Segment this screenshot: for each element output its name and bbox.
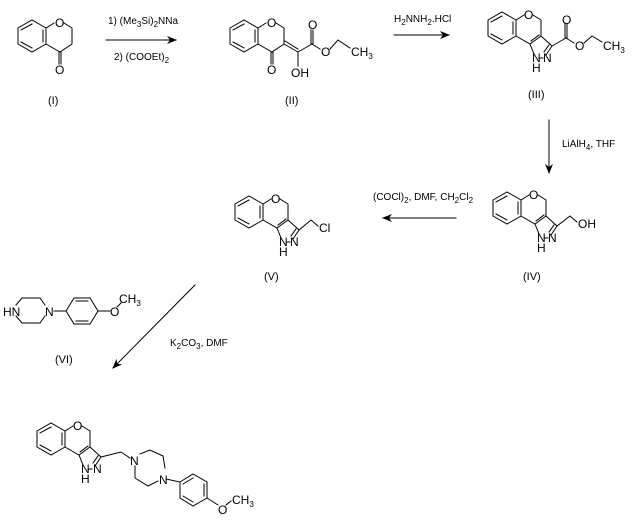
conditions-step2: H2NNH2.HCl [394, 14, 451, 27]
conditions-step1-line2: 2) (COOEt)2 [114, 52, 170, 65]
atom-nh-n: N [532, 51, 541, 65]
conditions-step5: K2CO3, DMF [170, 338, 228, 351]
atom-n: N [45, 305, 54, 319]
compound-I: O O (I) [17, 16, 73, 107]
atom-o-ester: O [575, 39, 584, 53]
atom-o: O [110, 305, 119, 319]
compound-label: (II) [285, 95, 298, 107]
compound-III: O N H N O O CH3 (III) [487, 8, 625, 101]
atom-o-carbonyl: O [562, 13, 571, 27]
atom-o-ring: O [55, 16, 64, 30]
atom-o: O [218, 503, 227, 517]
compound-product: O N H N N N O CH3 [36, 419, 254, 517]
atom-n2: N [93, 462, 102, 476]
atom-o-ring: O [267, 16, 276, 30]
atom-pip-n1: N [130, 454, 139, 468]
atom-o-ring: O [524, 8, 533, 22]
atom-nh-h: H [532, 61, 541, 75]
atom-n2: N [290, 235, 299, 249]
atom-o-ring: O [73, 419, 82, 433]
atom-oh: OH [291, 66, 309, 80]
atom-nh-n: N [81, 462, 90, 476]
atom-nh-h: H [279, 245, 288, 259]
conditions-step3: LiAlH4, THF [562, 139, 615, 152]
atom-nh-h: H [537, 241, 546, 255]
compound-label: (III) [528, 89, 545, 101]
atom-ch3: CH3 [351, 45, 373, 61]
atom-oh: OH [578, 217, 596, 231]
compound-label: (VI) [55, 354, 73, 366]
atom-n2: N [543, 51, 552, 65]
atom-o-keto: O [267, 63, 276, 77]
atom-nh-h: H [81, 472, 90, 486]
compound-label: (I) [48, 95, 58, 107]
atom-n2: N [548, 231, 557, 245]
conditions-step1-line1: 1) (Me3Si)2NNa [108, 16, 178, 29]
atom-ch3: CH3 [232, 493, 254, 509]
compound-V: O N H N Cl (V) [234, 192, 330, 283]
atom-ch3: CH3 [603, 39, 625, 55]
compound-IV: O N H N OH (IV) [492, 188, 596, 283]
atom-nh-n: N [537, 231, 546, 245]
compound-label: (V) [264, 271, 279, 283]
atom-o-ring: O [529, 188, 538, 202]
compound-VI: HN N O CH3 (VI) [3, 292, 141, 366]
compound-II: O O OH O O CH3 (II) [229, 16, 373, 107]
compound-label: (IV) [523, 271, 541, 283]
atom-o-keto: O [55, 63, 64, 77]
atom-nh-n: N [279, 235, 288, 249]
atom-o-ester: O [321, 45, 330, 59]
conditions-step4: (COCl)2, DMF, CH2Cl2 [373, 192, 474, 205]
atom-o-ring: O [271, 192, 280, 206]
atom-hn: HN [3, 305, 20, 319]
atom-o-carbonyl: O [308, 18, 317, 32]
reaction-arrow [112, 284, 196, 369]
atom-cl: Cl [319, 221, 330, 235]
atom-ch3: CH3 [119, 292, 141, 308]
atom-pip-n2: N [159, 473, 168, 487]
